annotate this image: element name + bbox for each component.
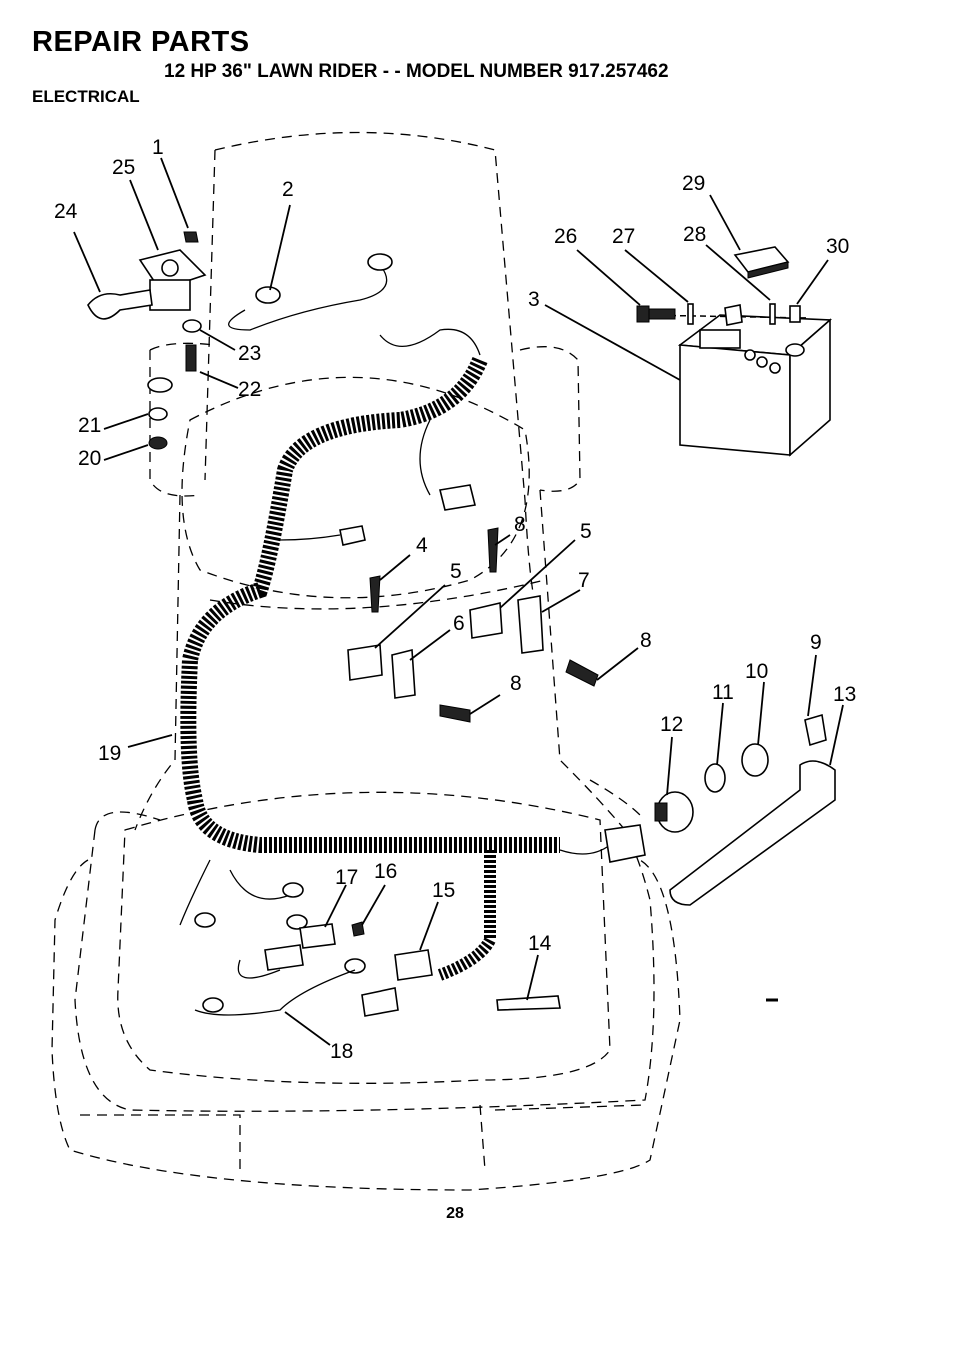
tractor-outline (51, 131, 681, 1191)
callout-17: 17 (335, 866, 358, 889)
ignition-components (654, 713, 836, 906)
callout-8b: 8 (640, 629, 652, 652)
coiled-wiring-harness (180, 328, 646, 981)
solenoid-assembly (87, 231, 207, 450)
callout-12: 12 (660, 713, 683, 736)
callout-8a: 8 (514, 513, 526, 536)
callout-18: 18 (330, 1040, 353, 1063)
callout-29: 29 (682, 172, 705, 195)
callout-8c: 8 (510, 672, 522, 695)
callout-22: 22 (238, 378, 261, 401)
callout-30: 30 (826, 235, 849, 258)
callout-25: 25 (112, 156, 135, 179)
callout-14: 14 (528, 932, 552, 955)
callout-26: 26 (554, 225, 577, 248)
callout-28: 28 (683, 223, 706, 246)
callout-3: 3 (528, 288, 540, 311)
callout-4: 4 (416, 534, 428, 557)
page-title: REPAIR PARTS (32, 26, 250, 58)
callout-21: 21 (78, 414, 101, 437)
page-number: 28 (446, 1205, 464, 1222)
callout-15: 15 (432, 879, 455, 902)
safety-switches (347, 527, 599, 723)
callout-11: 11 (712, 681, 734, 704)
callout-9: 9 (810, 631, 822, 654)
leader-lines (73, 157, 844, 1046)
callout-numbers: 1 2 3 4 5 5 6 7 8 8 8 8 9 10 11 12 13 14… (54, 136, 856, 1063)
battery-hold-down-hardware (636, 246, 811, 326)
callout-19: 19 (98, 742, 121, 765)
section-label: ELECTRICAL (32, 87, 140, 106)
callout-27: 27 (612, 225, 635, 248)
callout-2: 2 (282, 178, 294, 201)
callout-24: 24 (54, 200, 78, 223)
callout-1: 1 (152, 136, 164, 159)
callout-5a: 5 (450, 560, 462, 583)
callout-7: 7 (578, 569, 590, 592)
battery (677, 314, 833, 457)
callout-6: 6 (453, 612, 465, 635)
callout-5b: 5 (580, 520, 592, 543)
lower-harness-terminals (179, 859, 561, 1017)
callout-13: 13 (833, 683, 856, 706)
battery-cable (228, 253, 393, 331)
callout-23: 23 (238, 342, 261, 365)
callout-20: 20 (78, 447, 101, 470)
model-subtitle: 12 HP 36" LAWN RIDER - - MODEL NUMBER 91… (164, 61, 669, 82)
callout-10: 10 (745, 660, 768, 683)
callout-16: 16 (374, 860, 397, 883)
